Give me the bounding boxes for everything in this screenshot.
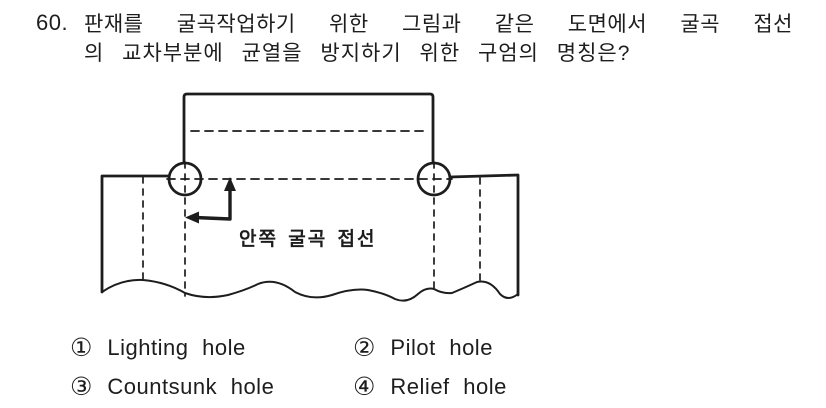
- question-line-2: 의 교차부분에 균열을 방지하기 위한 구엄의 명칭은?: [84, 42, 631, 65]
- question-number: 60.: [36, 10, 69, 35]
- pointer-arrow-lines: [193, 187, 232, 221]
- option-1: ① Lighting hole: [70, 335, 246, 361]
- option-2-label: Pilot hole: [390, 335, 493, 360]
- option-3-number: ③: [70, 373, 93, 401]
- top-flap-outline: [182, 92, 435, 164]
- left-panel-outline: [100, 174, 171, 294]
- arrowheads: 안쪽 굴곡 접선: [185, 177, 376, 250]
- option-4-label: Relief hole: [390, 374, 507, 399]
- question-line-1: 판재를 굴곡작업하기 위한 그림과 같은 도면에서 굴곡 접선: [84, 13, 793, 36]
- option-4: ④ Relief hole: [353, 374, 507, 400]
- diagram-annotation: 안쪽 굴곡 접선: [239, 228, 376, 250]
- option-1-number: ①: [70, 334, 93, 362]
- option-2-number: ②: [353, 334, 376, 362]
- arrowhead-up-icon: [224, 177, 236, 191]
- break-line-wavy: [101, 278, 519, 302]
- option-3-label: Countsunk hole: [107, 374, 275, 399]
- right-panel-outline: [448, 173, 520, 297]
- option-4-number: ④: [353, 373, 376, 401]
- option-3: ③ Countsunk hole: [70, 374, 274, 400]
- option-2: ② Pilot hole: [353, 335, 493, 361]
- question-text: 판재를 굴곡작업하기 위한 그림과 같은 도면에서 굴곡 접선 의 교차부분에 …: [84, 10, 793, 68]
- drawing-lines: [100, 92, 520, 302]
- option-1-label: Lighting hole: [107, 335, 246, 360]
- arrowhead-left-icon: [185, 211, 199, 224]
